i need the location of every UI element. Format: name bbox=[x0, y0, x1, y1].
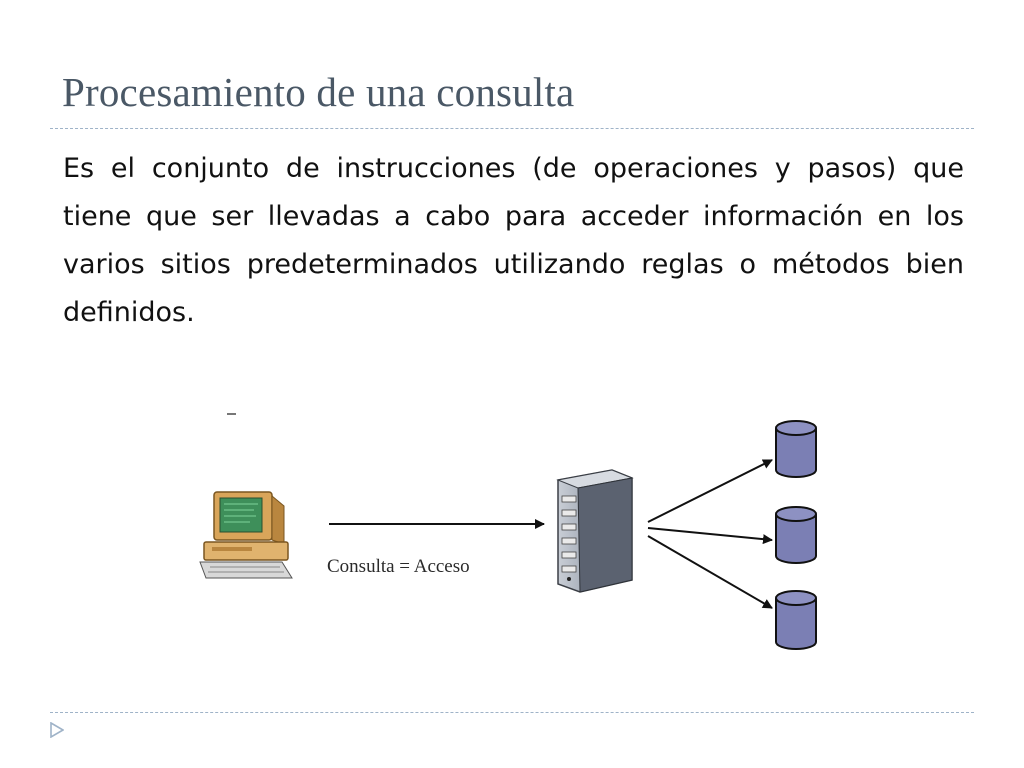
page-title: Procesamiento de una consulta bbox=[62, 69, 575, 115]
database-icon bbox=[775, 420, 817, 478]
triangle-bullet-icon bbox=[50, 722, 64, 738]
footer-divider bbox=[50, 712, 974, 713]
server-icon bbox=[556, 469, 634, 593]
access-arrow-3 bbox=[647, 535, 773, 609]
database-icon bbox=[775, 590, 817, 650]
access-arrow-1 bbox=[647, 459, 773, 523]
title-divider bbox=[50, 128, 974, 129]
computer-icon bbox=[199, 491, 293, 579]
body-paragraph: Es el conjunto de instrucciones (de oper… bbox=[63, 153, 964, 328]
access-arrow-2 bbox=[647, 527, 773, 545]
diagram-caption: Consulta = Acceso bbox=[327, 556, 470, 577]
database-icon bbox=[775, 506, 817, 564]
